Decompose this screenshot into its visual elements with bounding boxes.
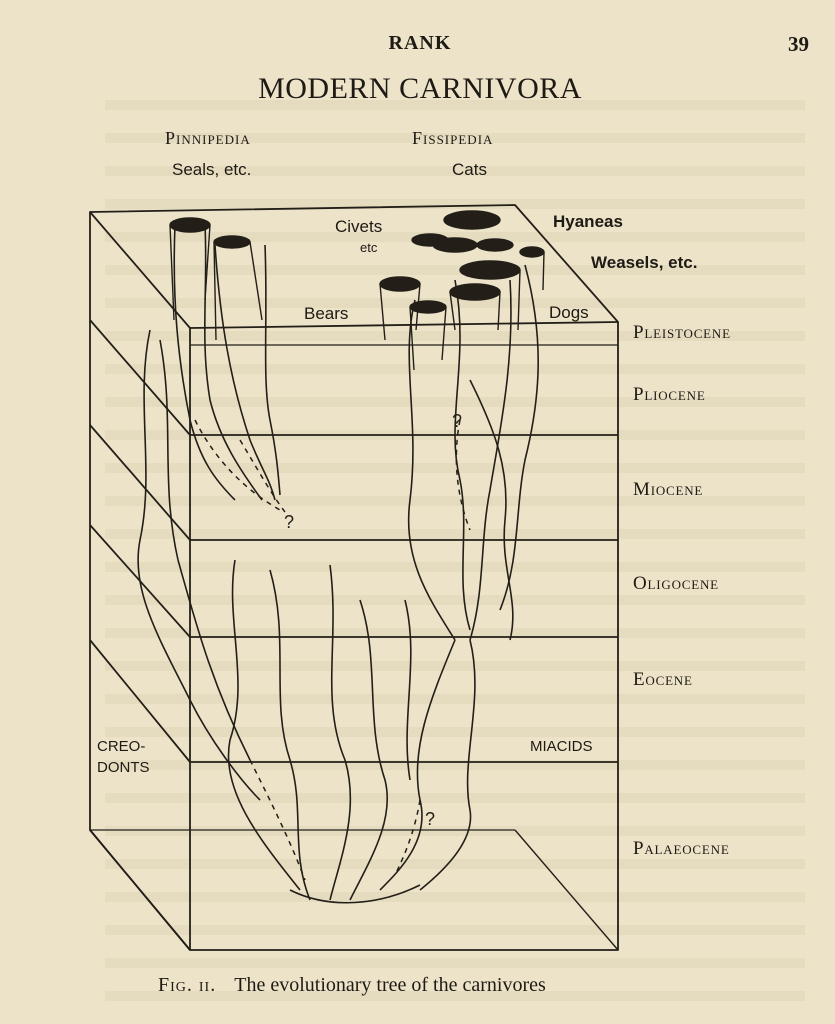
plane-pliocene [89,319,618,436]
label-civets: Civets [335,217,383,236]
uncertain-links [194,419,471,881]
label-pinnipedia: Pinnipedia [165,128,251,148]
label-miacids: MIACIDS [530,738,593,755]
plane-eocene [89,639,618,763]
figure-number: Fig. ii. [158,974,217,996]
label-civets-etc: etc [360,240,378,255]
epoch-pleistocene: Pleistocene [633,322,731,343]
epoch-eocene: Eocene [633,669,693,690]
svg-text:?: ? [452,411,462,431]
label-seals: Seals, etc. [172,160,252,179]
question-marks: ? ? ? [284,411,462,829]
label-cats: Cats [452,160,487,179]
svg-text:?: ? [425,809,435,829]
plane-miocene [89,424,618,541]
label-creodonts-1: CREO- [97,738,146,755]
caption-text: The evolutionary tree of the carnivores [234,974,546,996]
label-creodonts-2: DONTS [97,759,150,776]
epoch-miocene: Miocene [633,479,704,500]
label-dogs: Dogs [549,303,589,322]
page-number: 39 [788,32,809,56]
figure-caption: Fig. ii. The evolutionary tree of the car… [158,974,546,997]
stump-sides [169,224,545,371]
svg-text:?: ? [284,512,294,532]
plane-palaeocene [89,829,191,951]
epoch-pliocene: Pliocene [633,384,706,405]
plane-oligocene [89,524,618,638]
label-hyaenas: Hyaneas [553,212,623,231]
label-weasels: Weasels, etc. [591,253,698,272]
running-header: RANK [388,32,452,54]
block-top-front [189,321,619,329]
epoch-oligocene: Oligocene [633,573,719,594]
label-fissipedia: Fissipedia [412,128,494,148]
figure-title: MODERN CARNIVORA [258,72,582,105]
block-outline [89,204,619,951]
label-bears: Bears [304,304,349,323]
lineage-branches [137,224,539,904]
epoch-palaeocene: Palaeocene [633,838,730,859]
